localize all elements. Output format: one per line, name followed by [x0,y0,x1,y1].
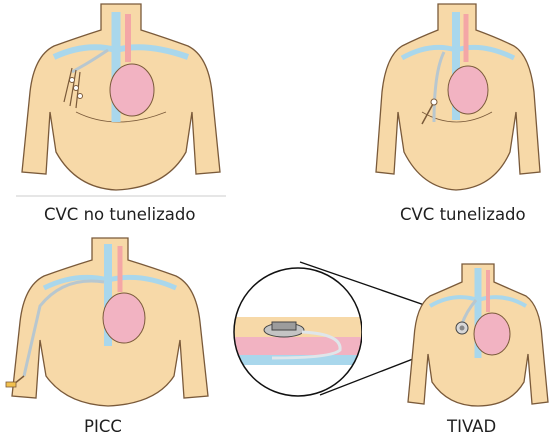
caption-picc: PICC [84,417,122,436]
port-zoom-detail [232,262,362,402]
torso-illustration-picc [4,236,218,408]
caption-cvc-no-tunelizado: CVC no tunelizado [44,205,195,224]
caption-cvc-tunelizado: CVC tunelizado [400,205,526,224]
torso-illustration-tivad [406,262,550,408]
torso-illustration-cvc-no-tunelizado [16,2,226,198]
torso-illustration-cvc-tunelizado [372,2,544,198]
caption-tivad: TIVAD [447,417,496,436]
